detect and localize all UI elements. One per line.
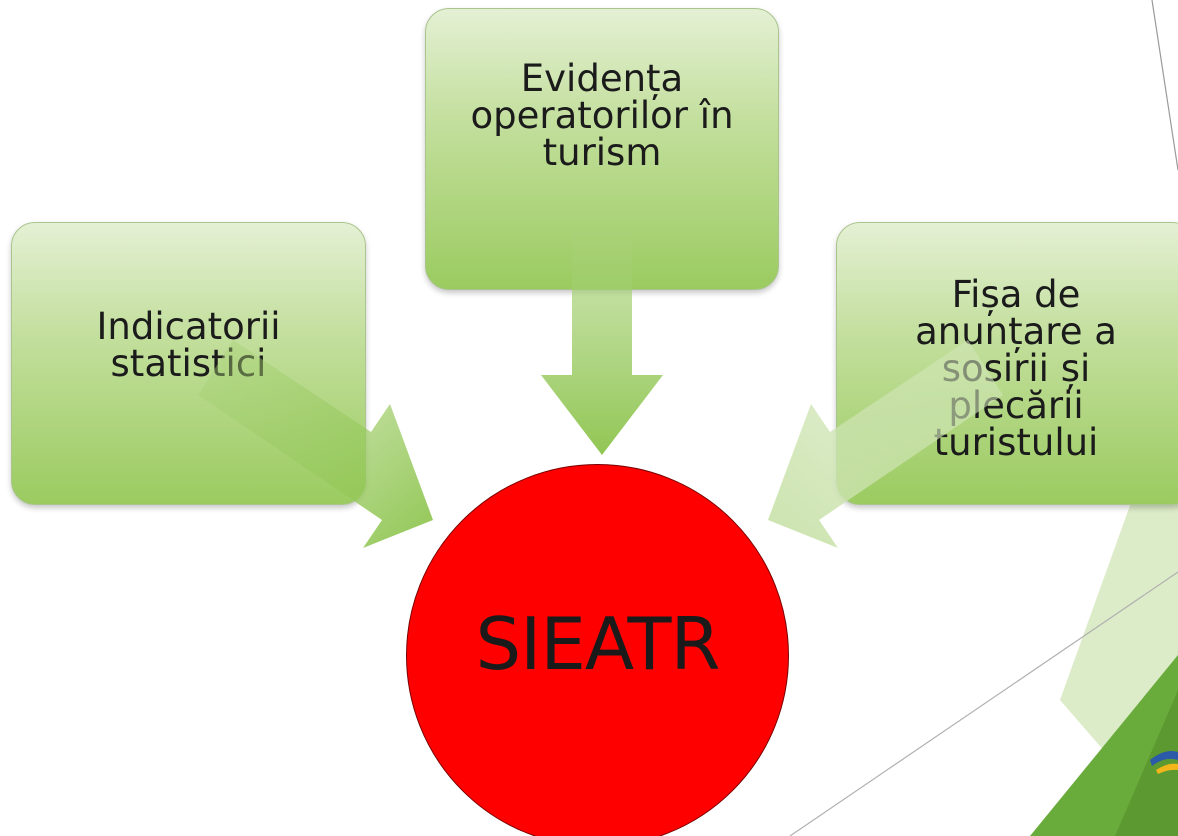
box-operator-register: Evidența operatorilor în turism xyxy=(425,8,779,290)
box-arrival-departure-form-text: Fișa de anunțare a sosirii și plecării t… xyxy=(915,276,1117,461)
box-text-line: turistului xyxy=(933,421,1099,464)
box-text-line: turism xyxy=(542,130,662,174)
logo-fragment-icon xyxy=(1150,751,1178,766)
box-text-line: sosirii și xyxy=(941,347,1091,390)
dark-green-sliver xyxy=(1115,690,1178,836)
box-statistical-indicators-text: Indicatorii statistici xyxy=(96,308,280,382)
box-text-line: statistici xyxy=(110,341,267,385)
center-node-label: SIEATR xyxy=(475,601,720,686)
box-statistical-indicators: Indicatorii statistici xyxy=(11,222,366,505)
box-text-line: operatorilor în xyxy=(470,93,734,137)
box-text-line: Indicatorii xyxy=(96,304,281,348)
logo-fragment-icon xyxy=(1156,763,1178,774)
thin-guide-line xyxy=(789,571,1178,836)
box-text-line: Evidența xyxy=(520,56,684,100)
center-node-sieatr: SIEATR xyxy=(406,464,789,836)
thin-guide-line xyxy=(1151,0,1178,171)
box-operator-register-text: Evidența operatorilor în turism xyxy=(470,60,733,171)
box-text-line: anunțare a xyxy=(915,310,1117,353)
box-arrival-departure-form: Fișa de anunțare a sosirii și plecării t… xyxy=(836,222,1178,505)
box-text-line: Fișa de xyxy=(951,273,1081,316)
box-text-line: plecării xyxy=(948,384,1084,427)
